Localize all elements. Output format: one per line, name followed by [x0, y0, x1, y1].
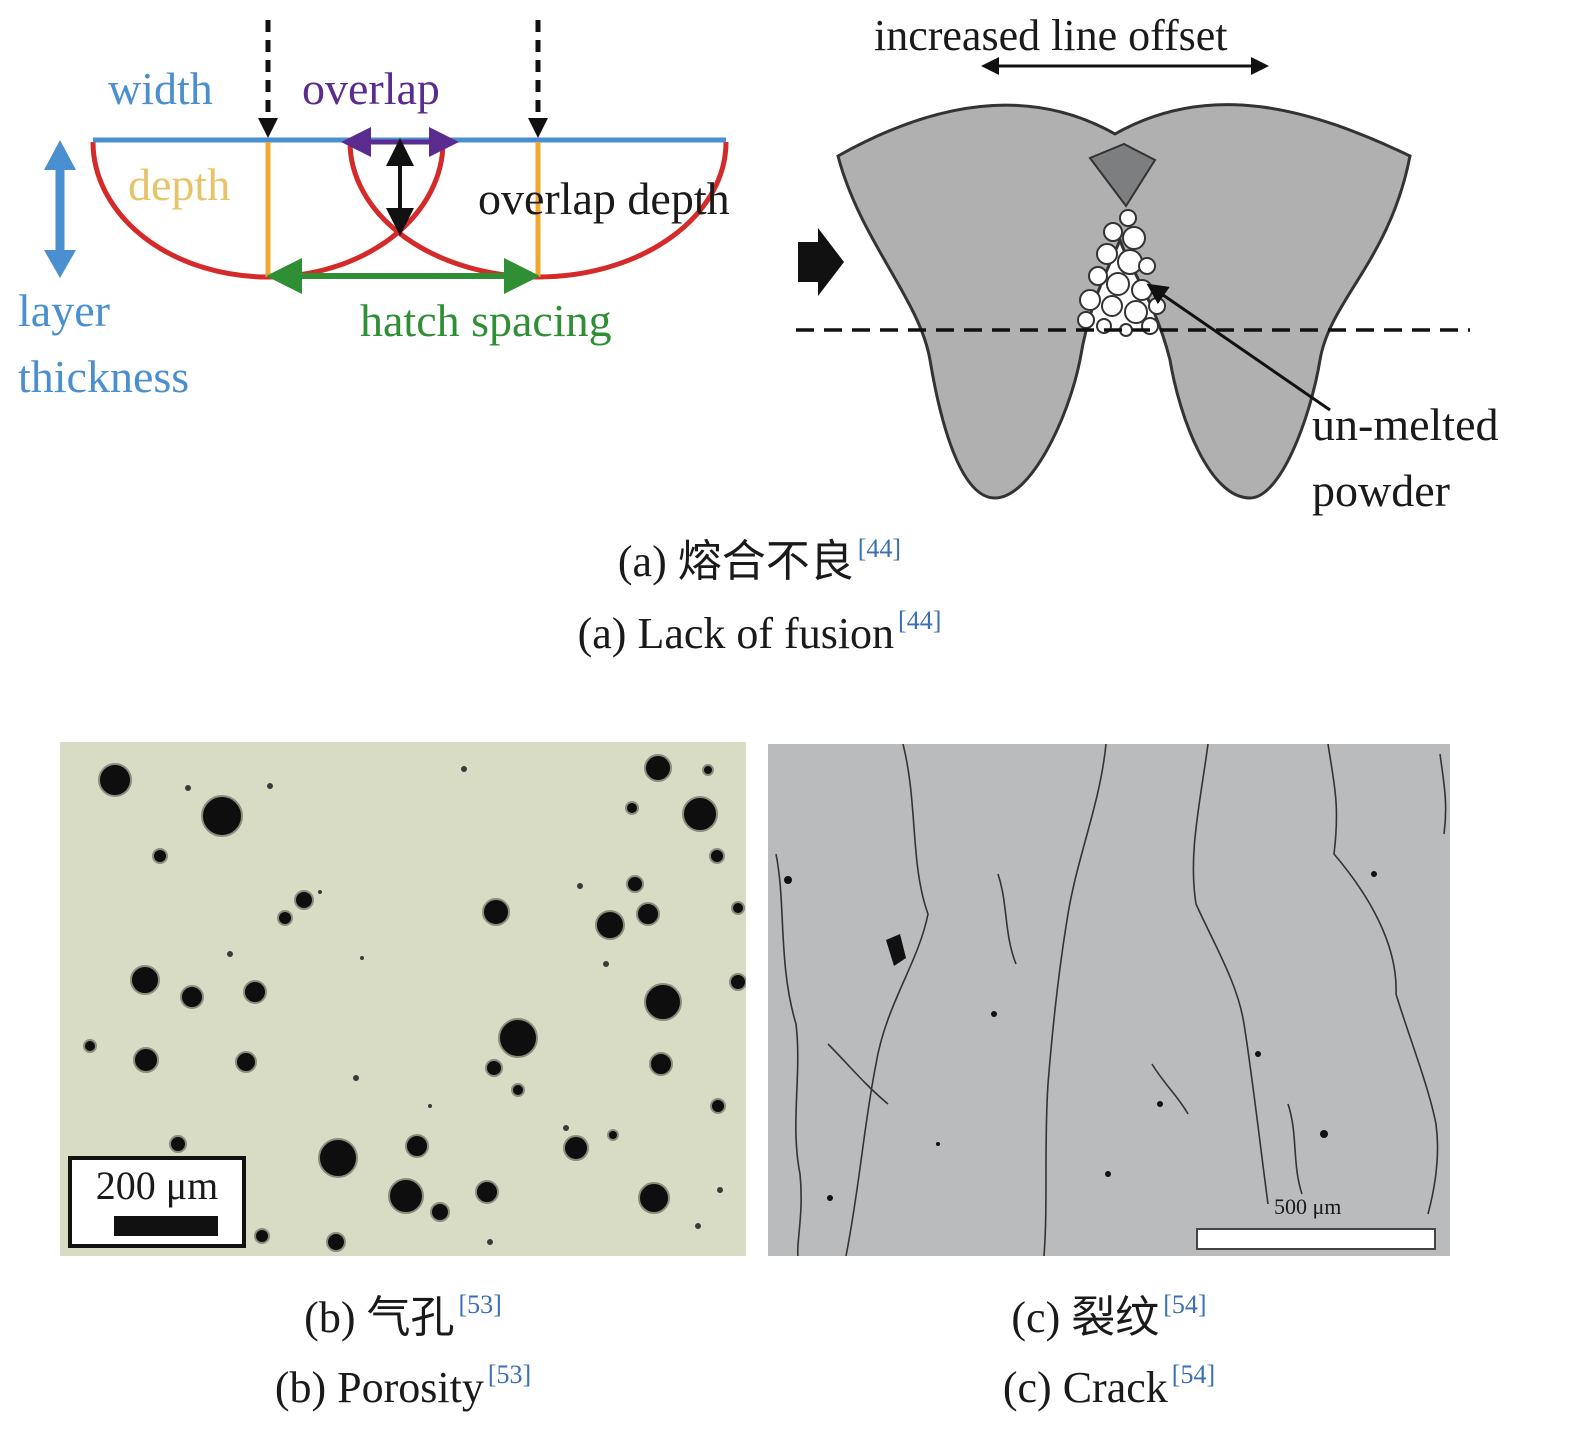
porosity-scale-label: 200 μm: [95, 1163, 219, 1208]
layer-label: layer: [18, 285, 110, 336]
porosity-scale-box: 200 μm: [68, 1156, 246, 1248]
caption-b-en-text: (b) Porosity: [274, 1363, 484, 1412]
overlap-depth-label: overlap depth: [478, 173, 730, 224]
lack-of-fusion-schematic: increased line offset un-melted powder: [796, 11, 1499, 516]
melt-pool-schematic: width overlap depth overlap depth layer …: [18, 20, 730, 402]
caption-c-en-text: (c) Crack: [1002, 1363, 1168, 1412]
unmelted-powder: [1077, 209, 1166, 337]
caption-a-cn: (a) 熔合不良[44]: [0, 536, 1547, 586]
porosity-scale-bar: [114, 1216, 218, 1236]
crack-scale-bar: [1196, 1228, 1436, 1250]
crack-micrograph: 500 μm: [768, 744, 1450, 1256]
hatch-spacing-label: hatch spacing: [360, 295, 612, 346]
cracks-layer: [775, 744, 1447, 1256]
pores-layer: [83, 754, 746, 1252]
melt-track-shape: [836, 103, 1412, 500]
scan-direction-arrow: [798, 228, 844, 296]
laser-arrow-left: [258, 118, 278, 138]
caption-b-cn: (b) 气孔[53]: [60, 1292, 746, 1342]
layer-arrow-top: [44, 140, 76, 170]
unmelted-label: un-melted: [1312, 399, 1499, 450]
caption-b-cn-text: (b) 气孔: [304, 1293, 455, 1342]
caption-b-en: (b) Porosity[53]: [60, 1362, 746, 1412]
depth-label: depth: [128, 159, 230, 210]
caption-c-cn-ref[interactable]: [54]: [1163, 1290, 1207, 1319]
powder-label: powder: [1312, 465, 1450, 516]
caption-c-cn-text: (c) 裂纹: [1011, 1293, 1160, 1342]
caption-c-en-ref[interactable]: [54]: [1171, 1360, 1216, 1389]
width-label: width: [108, 63, 213, 114]
caption-c-en: (c) Crack[54]: [768, 1362, 1450, 1412]
layer-arrow-bottom: [44, 250, 76, 278]
fusion-gap: [1088, 142, 1157, 208]
powder-pointer-arrow: [1146, 283, 1331, 412]
caption-a-en-ref[interactable]: [44]: [898, 606, 942, 635]
laser-arrow-right: [528, 118, 548, 138]
caption-b-cn-ref[interactable]: [53]: [458, 1290, 502, 1319]
porosity-micrograph: 200 μm: [60, 742, 746, 1256]
crack-scale-label: 500 μm: [1274, 1194, 1342, 1219]
caption-c-cn: (c) 裂纹[54]: [768, 1292, 1450, 1342]
line-offset-label: increased line offset: [874, 11, 1227, 60]
thickness-label: thickness: [18, 351, 189, 402]
caption-a-cn-text: (a) 熔合不良: [617, 537, 854, 586]
caption-a-en-text: (a) Lack of fusion: [577, 609, 895, 658]
caption-a-cn-ref[interactable]: [44]: [857, 534, 902, 563]
overlap-label: overlap: [302, 63, 440, 114]
caption-b-en-ref[interactable]: [53]: [487, 1360, 532, 1389]
caption-a-en: (a) Lack of fusion[44]: [0, 608, 1547, 658]
